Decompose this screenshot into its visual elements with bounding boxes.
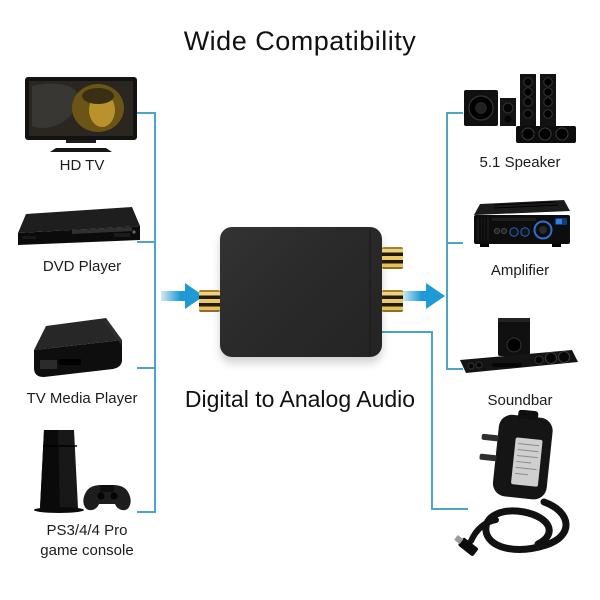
device-dvd-player — [14, 202, 142, 254]
device-game-console — [30, 428, 132, 518]
left-bracket-vertical-line — [154, 112, 156, 513]
soundbar-image — [460, 318, 578, 373]
hdtv-image — [25, 77, 137, 152]
right-bracket-stub-soundbar — [448, 368, 463, 370]
label-5-1-speaker: 5.1 Speaker — [479, 154, 561, 171]
game-console-image — [34, 430, 131, 513]
rca-output-jack-top-icon — [382, 247, 403, 269]
converter-seam — [369, 229, 371, 355]
label-amplifier: Amplifier — [490, 262, 550, 279]
label-game-console-line2: game console — [40, 542, 134, 559]
label-game-console: PS3/4/4 Pro game console — [8, 521, 166, 561]
label-soundbar: Soundbar — [487, 392, 553, 409]
power-line-horizontal-bottom — [431, 508, 468, 510]
label-tv-media-player: TV Media Player — [26, 390, 138, 407]
converter-caption: Digital to Analog Audio — [184, 386, 416, 412]
device-soundbar — [458, 316, 580, 376]
label-dvd-player: DVD Player — [42, 258, 122, 275]
page-title: Wide Compatibility — [183, 26, 417, 56]
device-hd-tv — [24, 76, 138, 154]
rca-output-jack-bottom-icon — [382, 290, 403, 312]
left-bracket-stub-dvd — [137, 241, 155, 243]
dac-converter-image — [220, 227, 382, 357]
left-bracket-stub-hdtv — [137, 112, 155, 114]
amplifier-image — [474, 200, 570, 247]
arrow-right-out-icon — [402, 283, 445, 309]
arrow-right-in-icon — [161, 283, 204, 309]
speaker-5-1-image — [464, 74, 576, 143]
device-tv-media-player — [22, 314, 128, 390]
left-bracket-stub-console — [137, 511, 155, 513]
device-power-adapter — [452, 410, 588, 568]
label-hd-tv: HD TV — [59, 157, 105, 174]
power-line-vertical — [431, 331, 433, 510]
right-bracket-stub-amplifier — [448, 242, 463, 244]
power-adapter-image — [454, 410, 570, 556]
coaxial-input-jack-icon — [199, 290, 220, 312]
device-5-1-speaker — [462, 72, 578, 146]
power-line-horizontal-top — [381, 331, 433, 333]
device-amplifier — [464, 198, 578, 254]
dvd-player-image — [18, 207, 140, 245]
right-bracket-stub-speaker — [448, 112, 463, 114]
media-player-image — [34, 318, 122, 377]
label-game-console-line1: PS3/4/4 Pro — [46, 522, 128, 539]
right-bracket-vertical-line — [446, 112, 448, 370]
left-bracket-stub-media-player — [137, 367, 155, 369]
